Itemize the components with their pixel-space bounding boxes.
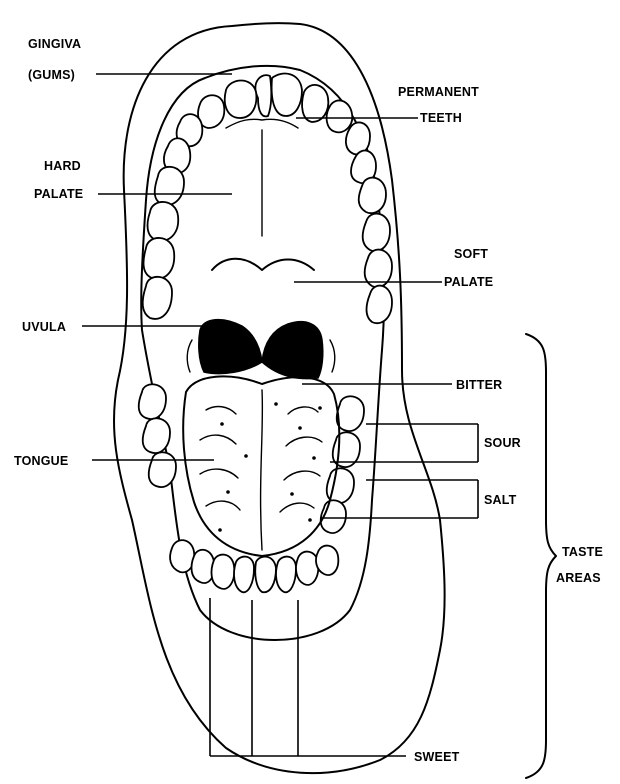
side-lower-teeth	[139, 384, 364, 533]
label-uvula: UVULA	[22, 320, 66, 334]
label-permanent: PERMANENT	[398, 85, 479, 99]
label-salt: SALT	[484, 493, 517, 507]
throat	[187, 320, 335, 379]
taste-areas-brace	[526, 334, 556, 778]
labels: GINGIVA (GUMS) PERMANENT TEETH HARD PALA…	[14, 37, 603, 764]
label-sour: SOUR	[484, 436, 521, 450]
label-taste: TASTE	[562, 545, 603, 559]
label-teeth: TEETH	[420, 111, 462, 125]
label-bitter: BITTER	[456, 378, 502, 392]
label-gums: (GUMS)	[28, 68, 75, 82]
label-sweet: SWEET	[414, 750, 460, 764]
label-tongue: TONGUE	[14, 454, 68, 468]
label-hard: HARD	[44, 159, 81, 173]
upper-teeth	[143, 74, 392, 324]
label-areas: AREAS	[556, 571, 601, 585]
label-palate-soft: PALATE	[444, 275, 493, 289]
lower-front-teeth	[170, 540, 338, 592]
soft-palate-curve	[212, 259, 314, 270]
sweet-zone-lines	[210, 598, 406, 756]
tongue	[183, 376, 339, 556]
label-soft: SOFT	[454, 247, 488, 261]
label-palate-hard: PALATE	[34, 187, 83, 201]
label-gingiva: GINGIVA	[28, 37, 81, 51]
